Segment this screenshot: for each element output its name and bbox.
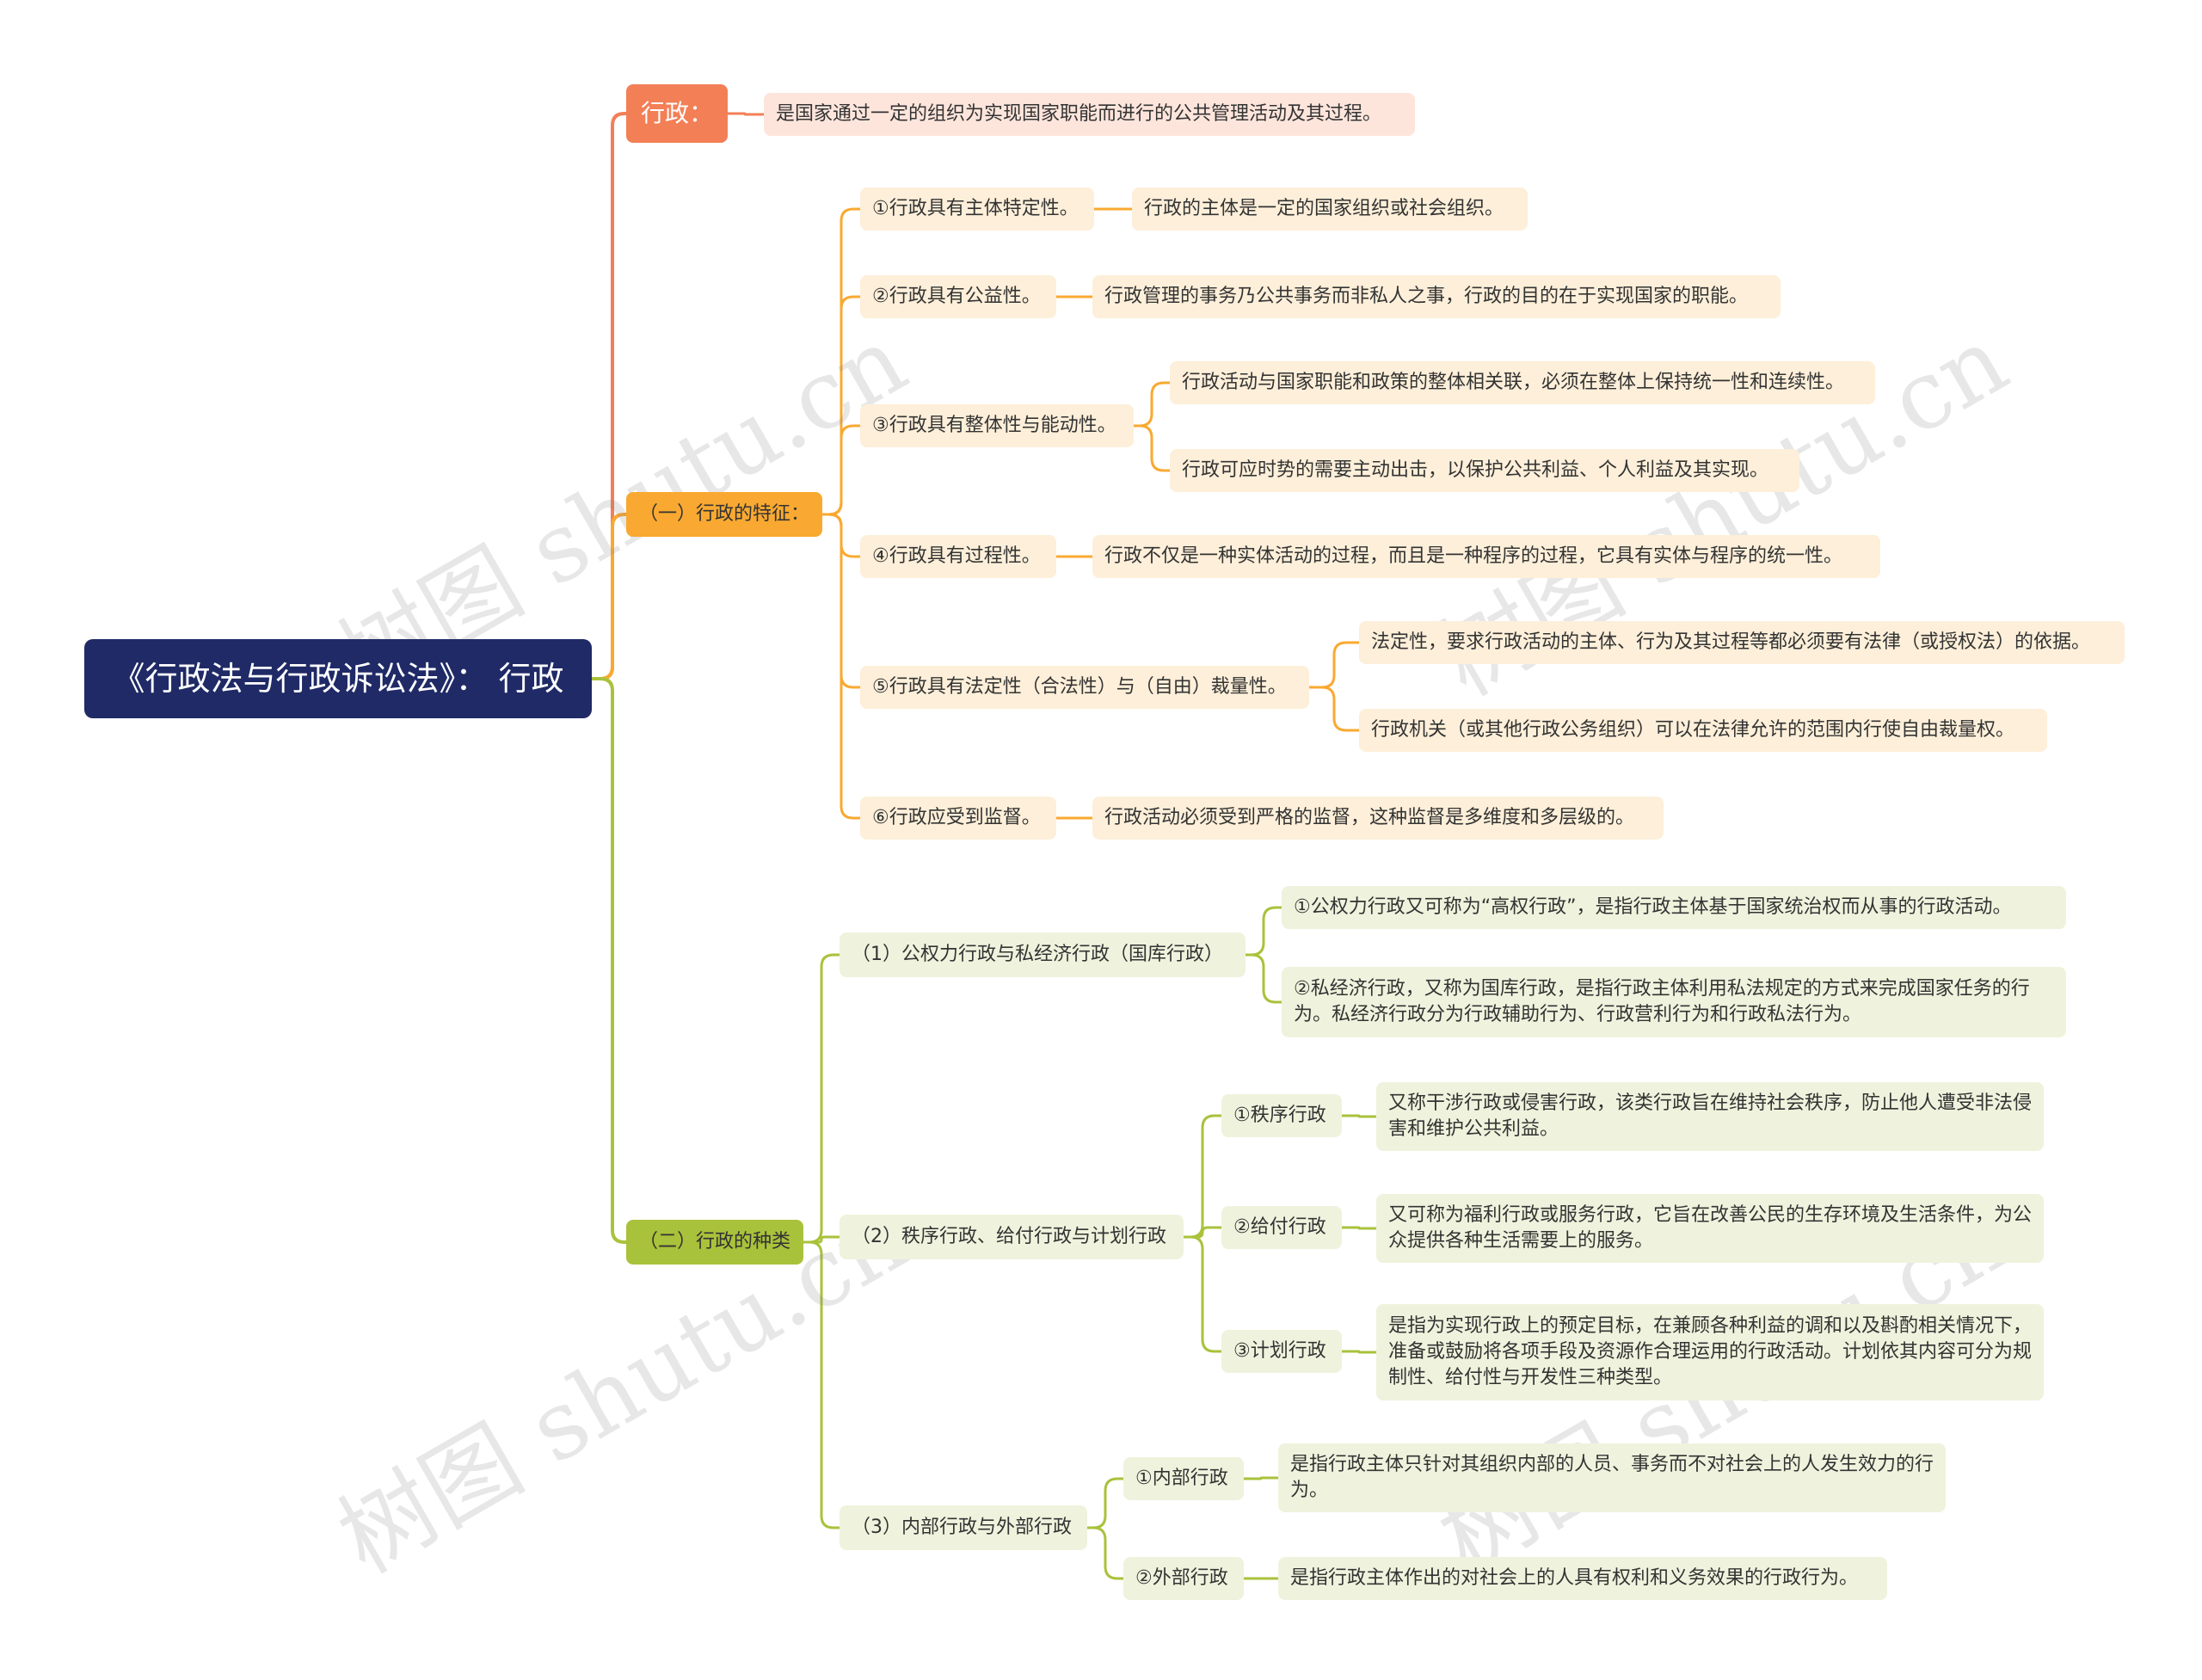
type-detail[interactable]: 又可称为福利行政或服务行政，它旨在改善公民的生存环境及生活条件，为公众提供各种生…: [1376, 1194, 2044, 1263]
type-detail[interactable]: 是指行政主体作出的对社会上的人具有权利和义务效果的行政行为。: [1278, 1557, 1887, 1600]
type-group[interactable]: （3）内部行政与外部行政: [840, 1505, 1087, 1550]
connector-line: [1086, 1477, 1125, 1529]
characteristic-detail[interactable]: 行政不仅是一种实体活动的过程，而且是一种程序的过程，它具有实体与程序的统一性。: [1092, 535, 1880, 578]
connector-line: [1182, 1235, 1223, 1353]
connector-line: [1182, 1226, 1223, 1239]
characteristic-item[interactable]: ⑤行政具有法定性（合法性）与（自由）裁量性。: [860, 666, 1309, 709]
characteristic-item[interactable]: ①行政具有主体特定性。: [860, 188, 1094, 231]
definition-text[interactable]: 是国家通过一定的组织为实现国家职能而进行的公共管理活动及其过程。: [764, 93, 1415, 136]
connector-line: [1242, 1476, 1280, 1480]
type-group[interactable]: （1）公权力行政与私经济行政（国库行政）: [840, 932, 1246, 977]
type-item[interactable]: ②给付行政: [1221, 1206, 1342, 1249]
connector-line: [1132, 424, 1172, 472]
characteristic-detail[interactable]: 法定性，要求行政活动的主体、行为及其过程等都必须要有法律（或授权法）的依据。: [1359, 621, 2125, 664]
root-topic[interactable]: 《行政法与行政诉讼法》： 行政: [84, 639, 592, 718]
connector-line: [1182, 1114, 1223, 1239]
connector-line: [1244, 906, 1283, 957]
type-detail[interactable]: 是指行政主体只针对其组织内部的人员、事务而不对社会上的人发生效力的行为。: [1278, 1443, 1946, 1512]
type-group[interactable]: （2）秩序行政、给付行政与计划行政: [840, 1215, 1184, 1259]
type-detail[interactable]: 又称干涉行政或侵害行政，该类行政旨在维持社会秩序，防止他人遭受非法侵害和维护公共…: [1376, 1082, 2044, 1151]
branch-characteristics[interactable]: （一）行政的特征：: [626, 492, 822, 537]
connector-line: [1340, 1114, 1378, 1118]
characteristic-detail[interactable]: 行政机关（或其他行政公务组织）可以在法律允许的范围内行使自由裁量权。: [1359, 709, 2047, 752]
connector-line: [590, 112, 628, 680]
characteristic-item[interactable]: ⑥行政应受到监督。: [860, 797, 1056, 840]
characteristic-detail[interactable]: 行政的主体是一定的国家组织或社会组织。: [1132, 188, 1528, 231]
branch-types[interactable]: （二）行政的种类: [626, 1220, 803, 1265]
type-detail[interactable]: ②私经济行政，又称为国库行政，是指行政主体利用私法规定的方式来完成国家任务的行为…: [1282, 967, 2066, 1037]
characteristic-item[interactable]: ④行政具有过程性。: [860, 535, 1056, 578]
characteristic-item[interactable]: ②行政具有公益性。: [860, 275, 1056, 318]
connector-line: [590, 513, 628, 680]
connector-line: [802, 1240, 841, 1529]
type-detail[interactable]: 是指为实现行政上的预定目标，在兼顾各种利益的调和以及斟酌相关情况下，准备或鼓励将…: [1376, 1304, 2044, 1400]
type-detail[interactable]: ①公权力行政又可称为“高权行政”，是指行政主体基于国家统治权而从事的行政活动。: [1282, 886, 2066, 929]
type-item[interactable]: ①秩序行政: [1221, 1094, 1342, 1137]
connector-line: [1307, 641, 1361, 689]
type-item[interactable]: ③计划行政: [1221, 1330, 1342, 1373]
branch-administration-definition[interactable]: 行政：: [626, 84, 728, 143]
connector-line: [1307, 686, 1361, 732]
type-item[interactable]: ②外部行政: [1123, 1557, 1244, 1600]
connector-line: [821, 513, 862, 820]
connector-line: [1086, 1526, 1125, 1580]
connector-line: [590, 677, 628, 1244]
connector-line: [1340, 1350, 1378, 1354]
characteristic-detail[interactable]: 行政管理的事务乃公共事务而非私人之事，行政的目的在于实现国家的职能。: [1092, 275, 1781, 318]
connector-line: [1244, 953, 1283, 1004]
characteristic-detail[interactable]: 行政可应时势的需要主动出击，以保护公共利益、个人利益及其实现。: [1170, 449, 1799, 492]
connector-line: [1132, 381, 1172, 428]
characteristic-detail[interactable]: 行政活动与国家职能和政策的整体相关联，必须在整体上保持统一性和连续性。: [1170, 361, 1875, 404]
type-item[interactable]: ①内部行政: [1123, 1457, 1244, 1500]
connector-line: [802, 1235, 841, 1244]
connector-line: [821, 424, 862, 516]
connector-line: [802, 953, 841, 1244]
characteristic-item[interactable]: ③行政具有整体性与能动性。: [860, 404, 1134, 447]
characteristic-detail[interactable]: 行政活动必须受到严格的监督，这种监督是多维度和多层级的。: [1092, 797, 1664, 840]
